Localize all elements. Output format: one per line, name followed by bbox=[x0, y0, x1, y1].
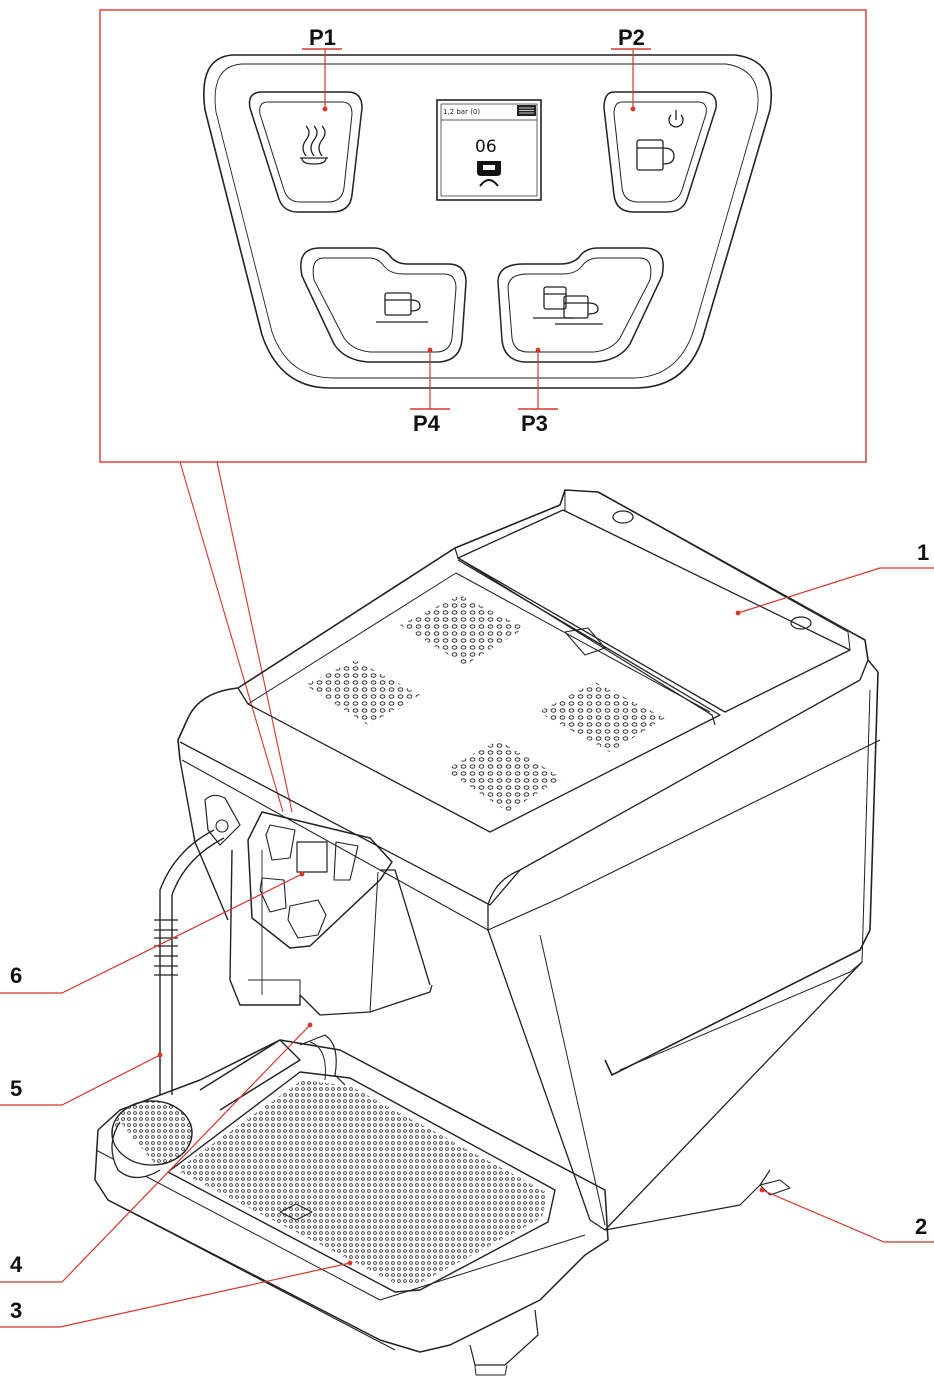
panel-body bbox=[203, 54, 772, 389]
svg-text:4: 4 bbox=[10, 1252, 23, 1277]
detail-frame bbox=[99, 9, 867, 463]
svg-text:1: 1 bbox=[917, 540, 929, 565]
svg-text:2: 2 bbox=[915, 1214, 927, 1239]
svg-text:6: 6 bbox=[10, 963, 22, 988]
drip-tray-grid bbox=[167, 1071, 556, 1293]
svg-text:P3: P3 bbox=[521, 411, 548, 436]
callout-6: 6 bbox=[0, 871, 305, 994]
callout-p4: P4 bbox=[410, 347, 450, 436]
button-p3[interactable] bbox=[497, 247, 664, 363]
svg-text:P1: P1 bbox=[309, 25, 336, 50]
display-screen: 1,2 bar (0) 06 bbox=[436, 99, 542, 201]
display-status: 1,2 bar (0) bbox=[443, 108, 480, 116]
callout-p1: P1 bbox=[302, 25, 342, 112]
cup-icon bbox=[636, 139, 675, 171]
svg-text:P2: P2 bbox=[618, 25, 645, 50]
callout-1: 1 bbox=[735, 540, 934, 616]
machine-control-panel bbox=[247, 811, 393, 949]
coffee-machine bbox=[94, 489, 881, 1376]
front-foot bbox=[469, 1309, 539, 1366]
button-p2[interactable] bbox=[603, 91, 717, 213]
control-panel-detail: 1,2 bar (0) 06 bbox=[99, 9, 867, 813]
zoom-line-right bbox=[216, 461, 293, 813]
svg-text:P4: P4 bbox=[413, 411, 441, 436]
callout-3: 3 bbox=[0, 1260, 353, 1328]
double-cup-icon bbox=[533, 286, 603, 325]
svg-text:3: 3 bbox=[10, 1298, 22, 1323]
single-cup-icon bbox=[376, 292, 428, 323]
power-icon bbox=[668, 110, 684, 128]
top-vents bbox=[305, 595, 665, 812]
menu-icon bbox=[517, 105, 536, 116]
zoom-line-left bbox=[179, 461, 284, 813]
callout-p2: P2 bbox=[611, 25, 651, 112]
callout-5: 5 bbox=[0, 1052, 163, 1106]
button-p1[interactable] bbox=[248, 91, 363, 213]
portafilter-handle bbox=[111, 1039, 301, 1179]
rear-foot bbox=[759, 1179, 791, 1196]
steam-wand bbox=[154, 829, 225, 1095]
callout-p3: P3 bbox=[518, 347, 558, 436]
button-p4[interactable] bbox=[300, 247, 467, 363]
portafilter-icon bbox=[477, 161, 501, 187]
callout-4: 4 bbox=[0, 1022, 313, 1283]
svg-text:5: 5 bbox=[10, 1076, 22, 1101]
callout-2: 2 bbox=[759, 1187, 934, 1243]
display-count: 06 bbox=[475, 137, 497, 157]
steam-icon bbox=[300, 125, 328, 165]
